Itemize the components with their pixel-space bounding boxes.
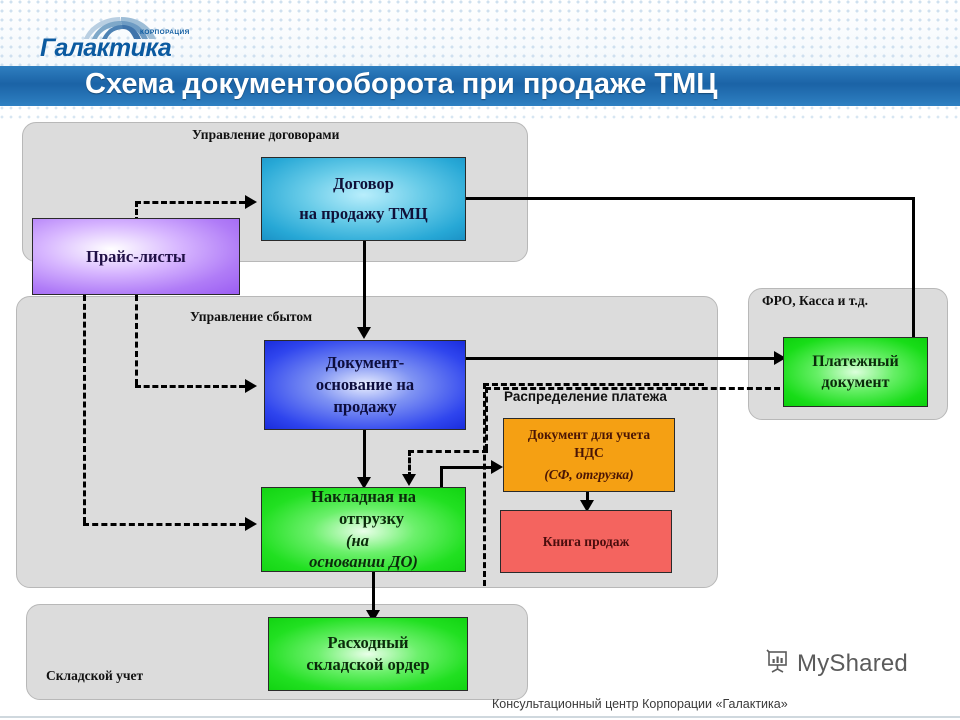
header-dot-strip [0,106,960,120]
node-order-line1: Расходный [327,633,409,653]
node-waybill-line3: основании ДО) [309,552,418,572]
edge-price-to-contract-v [135,201,138,223]
node-vat-document[interactable]: Документ для учета НДС (СФ, отгрузка) [503,418,675,492]
header-band [0,0,960,66]
edge-basis-to-payment-h [466,357,776,360]
edge-price-to-waybill-arrow [245,517,257,531]
panel-contracts-label: Управление договорами [192,127,340,142]
edge-contract-to-basis-v [363,241,366,329]
node-basis-line2: основание на [315,375,415,395]
fan-arc-icon [80,16,160,40]
edge-waybill-to-vat-arrow [491,460,503,474]
edge-contract-to-payment-h [466,197,915,200]
edge-payment-to-waybill-h1 [485,387,780,390]
myshared-label: MyShared [797,649,908,677]
title-bar: Схема документооборота при продаже ТМЦ [0,66,960,106]
edge-payment-to-waybill-h2 [408,450,488,453]
node-basis-line1: Документ- [325,353,405,373]
bottom-rule [0,716,960,718]
node-basis-document[interactable]: Документ- основание на продажу [264,340,466,430]
edge-payment-to-waybill-arrow [402,474,416,486]
node-warehouse-order[interactable]: Расходный складской ордер [268,617,468,691]
edge-contract-to-payment-v [912,197,915,345]
edge-payment-to-waybill-v2 [408,450,411,478]
node-payment-line2: документ [821,374,890,391]
edge-waybill-to-order-v [372,572,375,615]
node-contract-line1: Договор [333,174,394,194]
node-vat-line2: НДС [574,444,604,460]
node-basis-line3: продажу [333,396,397,416]
edge-vat-to-book-v [586,492,589,504]
node-price-lists[interactable]: Прайс-листы [32,218,240,295]
node-payment-line1: Платежный [812,352,899,370]
edge-price-to-contract-h [135,201,245,204]
edge-price-to-basis-h [135,385,245,388]
node-sales-book[interactable]: Книга продаж [500,510,672,573]
node-payment-document[interactable]: Платежный документ [783,337,928,407]
edge-waybill-to-vat-h [440,466,496,469]
node-waybill-line2: отгрузку [339,508,404,528]
edge-price-to-basis-arrow [245,379,257,393]
edge-basis-to-waybill-v [363,430,366,480]
node-price-lists-label: Прайс-листы [86,246,186,266]
footer-credit: Консультационный центр Корпорации «Галак… [492,697,788,711]
node-sales-book-label: Книга продаж [542,533,630,549]
edge-contract-to-basis-arrow [357,327,371,339]
logo-corporation-label: КОРПОРАЦИЯ [140,29,190,36]
logo-wordmark: Галактика [40,34,172,62]
node-waybill-line1: Накладная на [310,486,416,506]
edge-basis-to-waybill-arrow [357,477,371,489]
node-vat-line1: Документ для учета [527,426,651,442]
panel-treasury-label: ФРО, Касса и т.д. [762,293,868,308]
galaktika-logo: КОРПОРАЦИЯ Галактика [40,16,190,64]
edge-vat-to-book-arrow [580,500,594,512]
node-waybill[interactable]: Накладная на отгрузку (на основании ДО) [261,487,466,572]
page-title: Схема документооборота при продаже ТМЦ [85,68,718,100]
panel-warehouse-label: Складской учет [46,668,144,683]
panel-sales-label: Управление сбытом [190,309,313,324]
edge-price-to-basis-v [135,295,138,385]
node-order-line2: складской ордер [306,655,430,674]
myshared-watermark: MyShared [765,648,908,679]
edge-price-to-waybill-h [83,523,245,526]
edge-price-to-waybill-v [83,295,86,523]
node-waybill-line2b: (на [346,530,369,550]
node-contract[interactable]: Договор на продажу ТМЦ [261,157,466,241]
presentation-chart-icon [765,648,791,679]
node-contract-line2: на продажу ТМЦ [299,204,428,223]
region-payment-distribution-label: Распределение платежа [504,389,667,404]
edge-price-to-contract-arrow [245,195,257,209]
region-payment-distribution [483,383,704,586]
edge-payment-to-waybill-v1 [485,387,488,450]
node-vat-line3: (СФ, отгрузка) [544,467,634,483]
